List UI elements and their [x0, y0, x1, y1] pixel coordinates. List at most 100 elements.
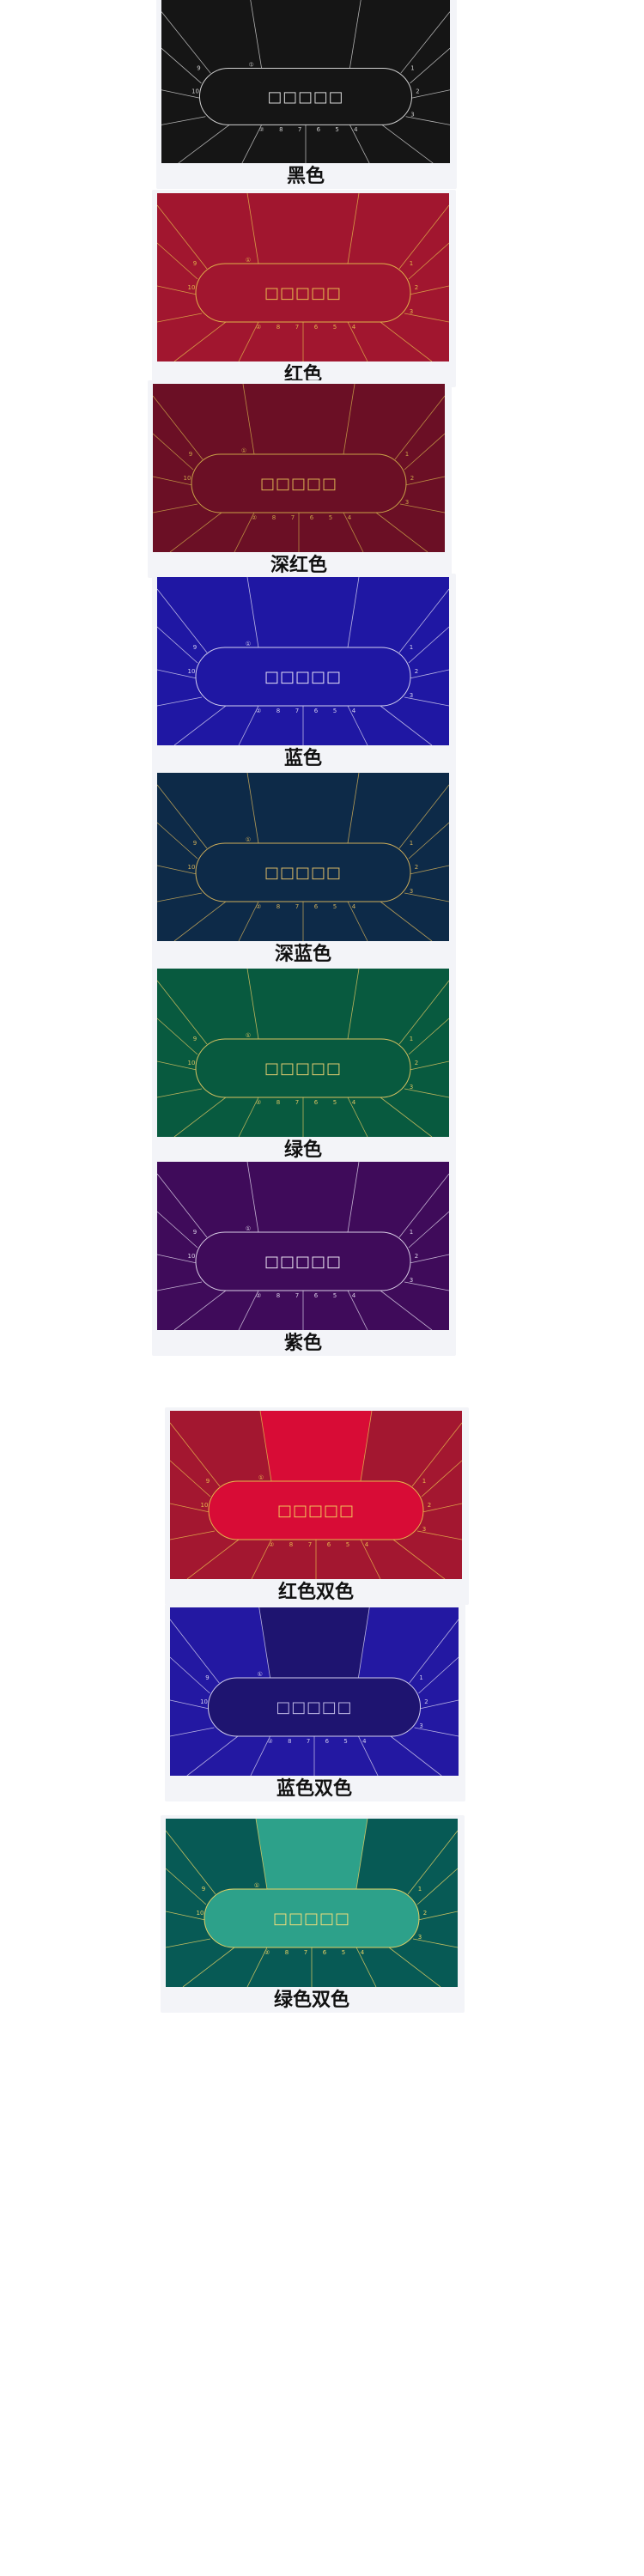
seat-label: 9	[202, 1886, 205, 1893]
seat-divider-line	[186, 1539, 240, 1579]
seat-divider-line	[409, 285, 449, 295]
seat-divider-line	[349, 125, 370, 163]
dealer-oval	[195, 1038, 411, 1098]
seat-label: 5	[333, 903, 337, 910]
seat-divider-line	[404, 313, 449, 323]
seat-label: 1	[410, 644, 413, 651]
seat-divider-line	[153, 395, 204, 460]
seat-label: 4	[352, 1292, 356, 1299]
seat-divider-line	[238, 1097, 259, 1137]
seat-divider-line	[173, 321, 227, 361]
seat-label: 4	[362, 1738, 367, 1745]
swatch-caption: 深红色	[270, 555, 327, 576]
seat-divider-line	[408, 242, 449, 280]
seat-label: 4	[352, 708, 356, 714]
seat-label: ②	[264, 1949, 270, 1956]
seat-label: 2	[415, 864, 418, 871]
seat-label: 1	[418, 1886, 422, 1893]
seat-divider-line	[400, 11, 450, 74]
seat-divider-line	[173, 1290, 227, 1330]
seat-divider-line	[412, 1938, 458, 1948]
seat-divider-line	[157, 626, 198, 664]
seat-divider-line	[347, 969, 360, 1040]
seat-divider-line	[157, 1088, 203, 1098]
seat-label: 4	[352, 903, 356, 910]
seat-label: 5	[333, 324, 337, 331]
seat-divider-line	[347, 1290, 368, 1330]
seat-divider-line	[157, 669, 197, 679]
seat-label: 5	[346, 1541, 349, 1548]
seat-label: 10	[188, 668, 196, 675]
seat-divider-line	[153, 503, 198, 513]
swatch-caption: 绿色	[283, 1139, 322, 1161]
seat-divider-line	[398, 980, 449, 1045]
dealer-oval	[195, 263, 411, 323]
seat-label: 7	[308, 1541, 312, 1548]
seat-divider-line	[399, 503, 445, 513]
seat-divider-line	[409, 1060, 449, 1071]
seat-label: 3	[410, 1277, 413, 1284]
seat-divider-line	[238, 901, 259, 941]
seat-divider-line	[178, 125, 230, 163]
seat-divider-line	[246, 577, 259, 648]
seat-divider-line	[421, 1460, 462, 1498]
seat-divider-line	[170, 1530, 216, 1540]
table-center-text: □□□□□	[273, 1910, 350, 1928]
center-wedge	[256, 1819, 368, 1889]
dealer-oval	[207, 1677, 422, 1737]
seat-label: 3	[418, 1934, 422, 1941]
seat-label: 7	[295, 1292, 299, 1299]
seat-divider-line	[357, 1607, 370, 1679]
seat-divider-line	[246, 773, 259, 844]
seat-divider-line	[347, 1097, 368, 1137]
seat-label: 8	[285, 1949, 289, 1956]
seat-label: 2	[415, 668, 418, 675]
seat-divider-line	[347, 1162, 360, 1233]
seat-label: 8	[279, 126, 283, 133]
seat-divider-line	[418, 1656, 459, 1694]
seat-label: ①	[246, 836, 251, 843]
seat-label: 3	[410, 692, 413, 699]
seat-divider-line	[358, 1735, 379, 1776]
seat-label: ①	[258, 1671, 263, 1678]
seat-divider-line	[411, 1422, 462, 1487]
seat-label: 10	[197, 1910, 204, 1917]
seat-label: 2	[423, 1910, 427, 1917]
seat-label: ①	[246, 1032, 251, 1039]
seat-label: 4	[354, 126, 357, 133]
seat-divider-line	[157, 313, 203, 323]
seat-divider-line	[170, 1619, 220, 1684]
seat-label: 1	[410, 1036, 413, 1042]
seat-divider-line	[157, 588, 208, 653]
seat-label: 7	[295, 324, 299, 331]
seat-label: 7	[295, 708, 299, 714]
seat-divider-line	[409, 1254, 449, 1264]
seat-divider-line	[161, 116, 206, 125]
seat-label: ②	[256, 324, 261, 331]
center-wedge	[260, 1411, 372, 1481]
seat-divider-line	[414, 1727, 459, 1737]
seat-label: 6	[325, 1738, 329, 1745]
table-center-text: □□□□□	[268, 88, 344, 106]
seat-label: 4	[348, 514, 352, 521]
seat-label: 9	[189, 451, 192, 458]
seat-divider-line	[166, 1868, 207, 1905]
seat-label: ②	[252, 514, 257, 521]
seat-divider-line	[259, 1411, 272, 1482]
